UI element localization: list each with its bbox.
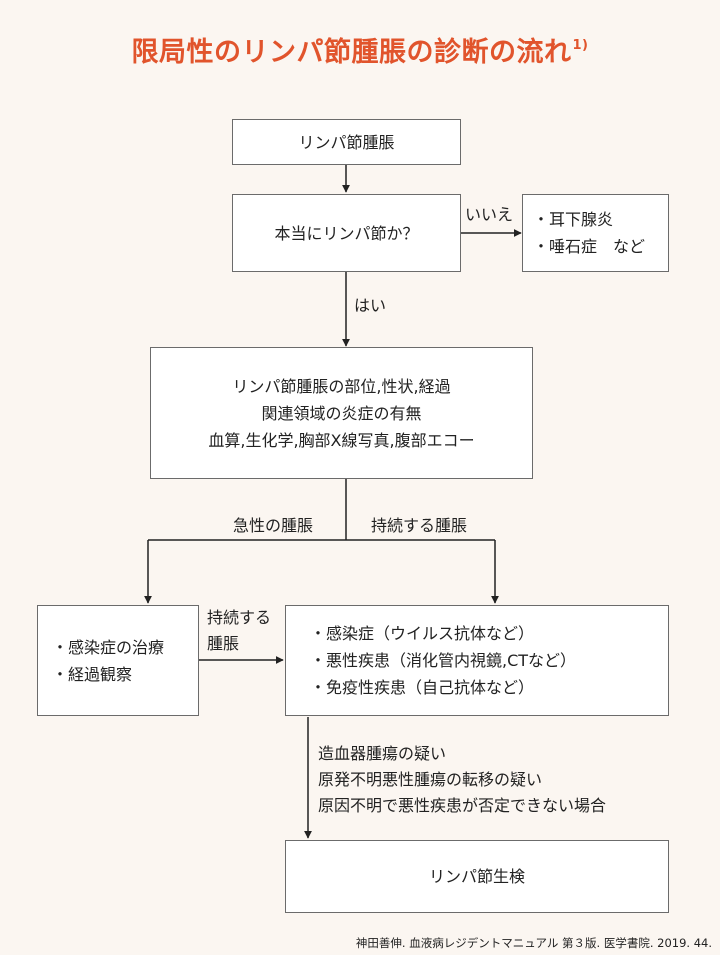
reason-item: 原因不明で悪性疾患が否定できない場合	[318, 796, 607, 815]
title-reference: 1)	[572, 38, 589, 53]
workup-line: リンパ節腫脹の部位,性状,経過	[232, 376, 451, 396]
list-item: ・免疫性疾患（自己抗体など）	[310, 678, 535, 697]
node-lymph-swelling: リンパ節腫脹	[232, 119, 461, 165]
edge-label-yes: はい	[354, 296, 387, 315]
node-workup: リンパ節腫脹の部位,性状,経過 関連領域の炎症の有無 血算,生化学,胸部X線写真…	[150, 347, 533, 479]
list-item: ・耳下腺炎	[533, 210, 614, 229]
node-persistent-evaluation: ・感染症（ウイルス抗体など） ・悪性疾患（消化管内視鏡,CTなど） ・免疫性疾患…	[285, 605, 669, 716]
reason-item: 原発不明悪性腫瘍の転移の疑い	[318, 770, 543, 789]
citation: 神田善伸. 血液病レジデントマニュアル 第３版. 医学書院. 2019. 44.	[355, 936, 712, 950]
list-item: ・悪性疾患（消化管内視鏡,CTなど）	[310, 651, 577, 670]
node-acute-management: ・感染症の治療 ・経過観察	[37, 605, 199, 716]
edge-label-acute: 急性の腫脹	[233, 516, 314, 535]
node-no-differentials: ・耳下腺炎 ・唾石症 など	[522, 194, 669, 272]
list-item: ・唾石症 など	[533, 237, 646, 256]
edge-label-persistent: 持続する腫脹	[371, 516, 468, 535]
page-title: 限局性のリンパ節腫脹の診断の流れ1)	[131, 37, 589, 68]
node-lymph-node-biopsy: リンパ節生検	[285, 840, 669, 913]
workup-line: 関連領域の炎症の有無	[261, 403, 422, 423]
reason-item: 造血器腫瘍の疑い	[318, 744, 447, 763]
list-item: ・感染症の治療	[52, 637, 165, 657]
edge-label-no: いいえ	[465, 205, 514, 224]
edge-label-biopsy-reasons: 造血器腫瘍の疑い 原発不明悪性腫瘍の転移の疑い 原因不明で悪性疾患が否定できない…	[318, 741, 606, 819]
list-item: ・経過観察	[52, 664, 133, 684]
list-item: ・感染症（ウイルス抗体など）	[310, 624, 535, 643]
edge-label-persistent-side: 持続する 腫脹	[207, 608, 272, 653]
node-is-lymph-node-question: 本当にリンパ節か？	[232, 194, 461, 272]
workup-line: 血算,生化学,胸部X線写真,腹部エコー	[208, 430, 475, 450]
